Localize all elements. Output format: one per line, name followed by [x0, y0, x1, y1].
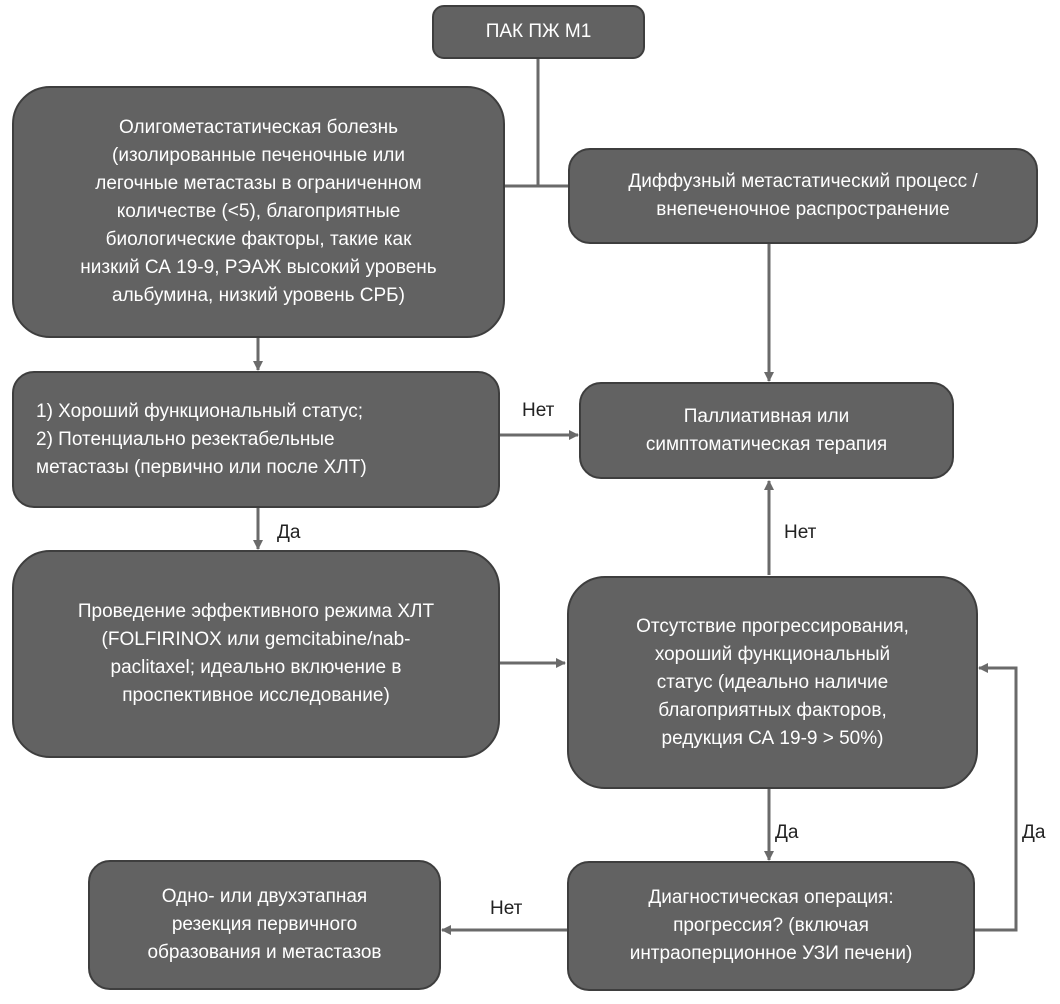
node-resection: Одно- или двухэтапная резекция первичног… [88, 860, 441, 990]
label-noprog-no: Нет [784, 522, 817, 543]
node-diffuse: Диффузный метастатический процесс / внеп… [568, 148, 1038, 244]
label-noprog-yes: Да [775, 822, 799, 843]
node-criteria: 1) Хороший функциональный статус; 2) Пот… [12, 371, 500, 508]
arrow-diag-loop [975, 663, 1018, 932]
node-criteria-text: 1) Хороший функциональный статус; 2) Пот… [36, 400, 367, 478]
node-palliative: Паллиативная или симптоматическая терапи… [579, 382, 954, 479]
node-no-progression: Отсутствие прогрессирования, хороший фун… [567, 576, 978, 789]
node-diagnostic-surgery: Диагностическая операция: прогрессия? (в… [567, 861, 975, 991]
label-diag-no: Нет [490, 898, 523, 919]
node-oligometastatic: Олигометастатическая болезнь (изолирован… [12, 86, 505, 338]
node-oligometastatic-text: Олигометастатическая болезнь (изолирован… [80, 117, 437, 306]
label-loop-yes: Да [1022, 822, 1046, 843]
node-diffuse-text: Диффузный метастатический процесс / внеп… [628, 171, 978, 220]
label-criteria-yes: Да [277, 522, 301, 543]
node-resection-text: Одно- или двухэтапная резекция первичног… [147, 886, 382, 963]
node-pdac-m1-text: ПАК ПЖ М1 [485, 21, 592, 42]
node-no-progression-text: Отсутствие прогрессирования, хороший фун… [636, 615, 909, 749]
node-chemo-text: Проведение эффективного режима ХЛТ (FOLF… [77, 601, 435, 706]
node-pdac-m1: ПАК ПЖ М1 [432, 5, 645, 59]
node-chemo: Проведение эффективного режима ХЛТ (FOLF… [12, 550, 500, 758]
node-diagnostic-surgery-text: Диагностическая операция: прогрессия? (в… [629, 887, 913, 964]
node-palliative-text: Паллиативная или симптоматическая терапи… [645, 405, 888, 455]
label-criteria-no: Нет [522, 400, 555, 421]
